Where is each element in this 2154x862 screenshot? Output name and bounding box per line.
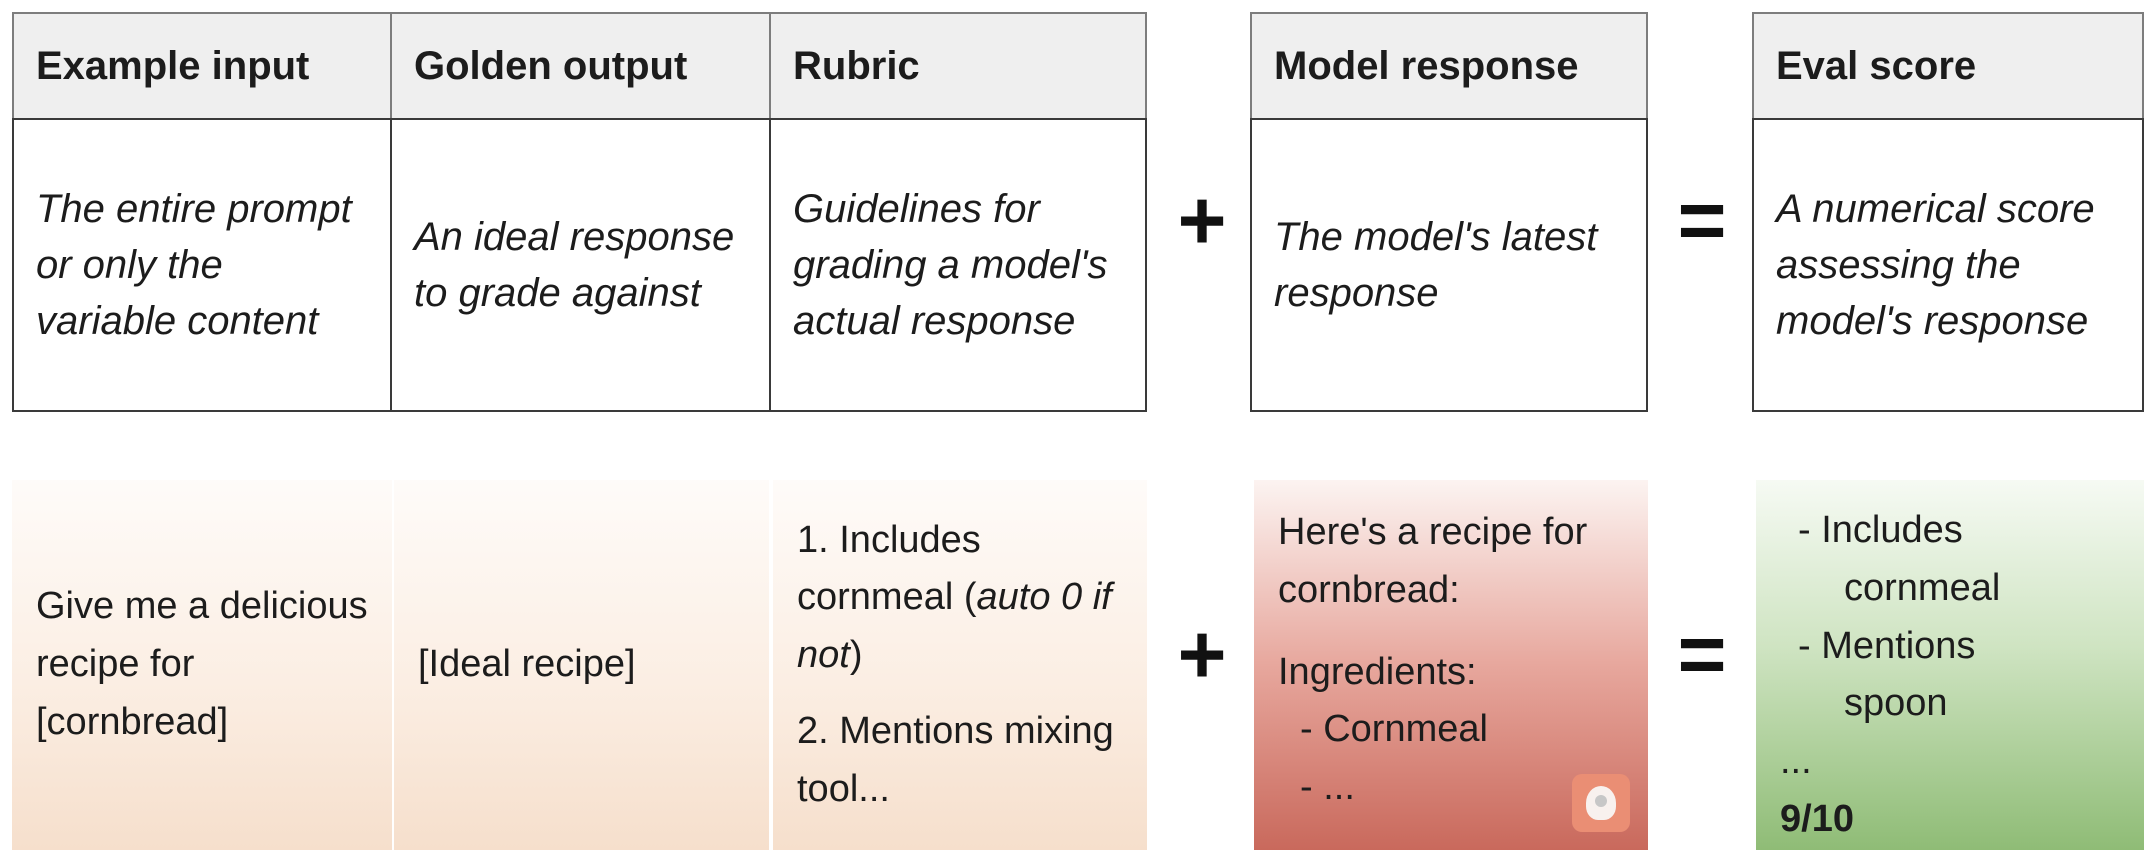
example-input-text: Give me a delicious recipe for [cornbrea… — [36, 585, 368, 743]
ingredient-item: - Cornmeal — [1300, 708, 1488, 751]
rubric-item-1-note: auto 0 if not — [797, 576, 1112, 677]
example-eval-score-cell: - Includes cornmeal - Mentions spoon ...… — [1756, 480, 2144, 850]
response-ingredients-label: Ingredients: — [1278, 650, 1477, 693]
rubric-item-1: 1. Includes cornmeal (auto 0 if not) — [797, 518, 1112, 677]
score-ellipsis: ... — [1780, 740, 1812, 782]
final-score: 9/10 — [1780, 797, 1854, 840]
score-criterion: - Includes — [1798, 509, 1963, 551]
score-criterion-detail: cornmeal — [1844, 566, 2001, 609]
equals-operator-top: = — [1677, 173, 1727, 267]
desc-example-input: The entire prompt or only the variable c… — [12, 118, 392, 412]
header-eval-score: Eval score — [1752, 12, 2144, 120]
desc-golden-output: An ideal response to grade against — [390, 118, 771, 412]
example-golden-output-text: [Ideal recipe] — [418, 643, 636, 686]
example-input-cell: Give me a delicious recipe for [cornbrea… — [12, 480, 392, 850]
brain-icon — [1572, 774, 1630, 832]
score-criterion: - Mentions — [1798, 624, 1976, 667]
equals-operator-bottom: = — [1677, 607, 1727, 701]
plus-operator-top: + — [1177, 173, 1227, 267]
header-rubric: Rubric — [769, 12, 1147, 120]
header-model-response: Model response — [1250, 12, 1648, 120]
header-golden-output: Golden output — [390, 12, 771, 120]
example-golden-output-cell: [Ideal recipe] — [394, 480, 769, 850]
response-intro: Here's a recipe for cornbread: — [1278, 511, 1588, 611]
plus-operator-bottom: + — [1177, 607, 1227, 701]
ingredient-item: - ... — [1300, 766, 1355, 808]
rubric-item-2: 2. Mentions mixing tool... — [797, 709, 1114, 810]
example-rubric-cell: 1. Includes cornmeal (auto 0 if not) 2. … — [773, 480, 1147, 850]
desc-rubric: Guidelines for grading a model's actual … — [769, 118, 1147, 412]
score-criterion-detail: spoon — [1844, 682, 1948, 725]
header-example-input: Example input — [12, 12, 392, 120]
desc-eval-score: A numerical score assessing the model's … — [1752, 118, 2144, 412]
desc-model-response: The model's latest response — [1250, 118, 1648, 412]
